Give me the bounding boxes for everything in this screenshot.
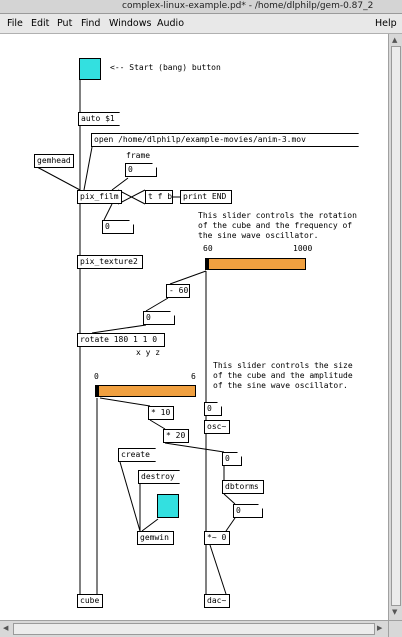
window-titlebar: complex-linux-example.pd* - /home/dlphil… xyxy=(0,0,402,14)
multiply-10-object[interactable]: * 10 xyxy=(148,406,174,420)
menu-put[interactable]: Put xyxy=(57,18,73,29)
rotate-object[interactable]: rotate 180 1 1 0 xyxy=(77,333,165,347)
pix-film-object[interactable]: pix_film xyxy=(77,190,122,204)
menu-audio[interactable]: Audio xyxy=(157,18,185,29)
scroll-up-arrow-icon[interactable]: ▲ xyxy=(392,36,398,44)
slider2-max-label: 6 xyxy=(191,372,196,381)
frame-number-box[interactable]: 0 xyxy=(125,163,157,177)
gemhead-object[interactable]: gemhead xyxy=(34,154,74,168)
minus-60-object[interactable]: - 60 xyxy=(166,284,190,298)
rotation-slider[interactable] xyxy=(205,258,306,270)
patch-connections xyxy=(36,80,236,595)
create-message[interactable]: create xyxy=(118,448,156,462)
menu-windows[interactable]: Windows xyxy=(109,18,152,29)
osc-object[interactable]: osc~ xyxy=(204,420,230,434)
size-slider[interactable] xyxy=(95,385,196,397)
size-slider-knob[interactable] xyxy=(96,386,99,396)
print-end-object[interactable]: print END xyxy=(180,190,232,204)
scroll-right-arrow-icon[interactable]: ▶ xyxy=(377,624,383,632)
rotation-number-box[interactable]: 0 xyxy=(143,311,175,325)
slider1-max-label: 1000 xyxy=(293,244,313,253)
rotation-comment: This slider controls the rotation of the… xyxy=(198,211,357,240)
patch-canvas[interactable]: <-- Start (bang) button auto $1 open /ho… xyxy=(0,34,388,620)
trigger-object[interactable]: t f b xyxy=(145,190,173,204)
multiply-20-object[interactable]: * 20 xyxy=(163,429,189,443)
slider1-min-label: 60 xyxy=(203,244,213,253)
scroll-down-arrow-icon[interactable]: ▼ xyxy=(392,608,398,616)
signal-multiply-object[interactable]: *~ 0 xyxy=(204,531,230,545)
scroll-corner xyxy=(388,620,402,637)
dbtorms-object[interactable]: dbtorms xyxy=(222,480,264,494)
menubar: File Edit Put Find Windows Audio Help xyxy=(0,14,402,34)
auto-message[interactable]: auto $1 xyxy=(78,112,120,126)
gemwin-object[interactable]: gemwin xyxy=(137,531,174,545)
frame-label: frame xyxy=(126,151,151,160)
rotation-slider-knob[interactable] xyxy=(206,259,209,269)
xyz-label: x y z xyxy=(136,348,161,357)
menu-help[interactable]: Help xyxy=(375,18,397,29)
osc-number-box[interactable]: 0 xyxy=(204,402,222,416)
horizontal-scroll-thumb[interactable] xyxy=(13,623,375,635)
menu-file[interactable]: File xyxy=(7,18,23,29)
window-title: complex-linux-example.pd* - /home/dlphil… xyxy=(122,1,374,11)
horizontal-scrollbar[interactable]: ◀ ▶ xyxy=(0,620,388,637)
menu-find[interactable]: Find xyxy=(81,18,101,29)
open-movie-message[interactable]: open /home/dlphilp/example-movies/anim-3… xyxy=(91,133,359,147)
film-number-box[interactable]: 0 xyxy=(102,220,134,234)
pix-texture-object[interactable]: pix_texture2 xyxy=(77,255,143,269)
size-comment: This slider controls the size of the cub… xyxy=(213,361,353,390)
start-bang-button[interactable] xyxy=(79,58,101,80)
gemwin-toggle[interactable] xyxy=(157,494,179,518)
destroy-message[interactable]: destroy xyxy=(138,470,180,484)
cube-object[interactable]: cube xyxy=(77,594,103,608)
db-number-box[interactable]: 0 xyxy=(222,452,242,466)
rms-number-box[interactable]: 0 xyxy=(233,504,263,518)
vertical-scroll-thumb[interactable] xyxy=(391,46,401,606)
scroll-left-arrow-icon[interactable]: ◀ xyxy=(3,624,9,632)
dac-object[interactable]: dac~ xyxy=(204,594,230,608)
slider2-min-label: 0 xyxy=(94,372,99,381)
start-bang-comment: <-- Start (bang) button xyxy=(110,63,221,72)
menu-edit[interactable]: Edit xyxy=(31,18,50,29)
vertical-scrollbar[interactable]: ▲ ▼ xyxy=(388,34,402,620)
